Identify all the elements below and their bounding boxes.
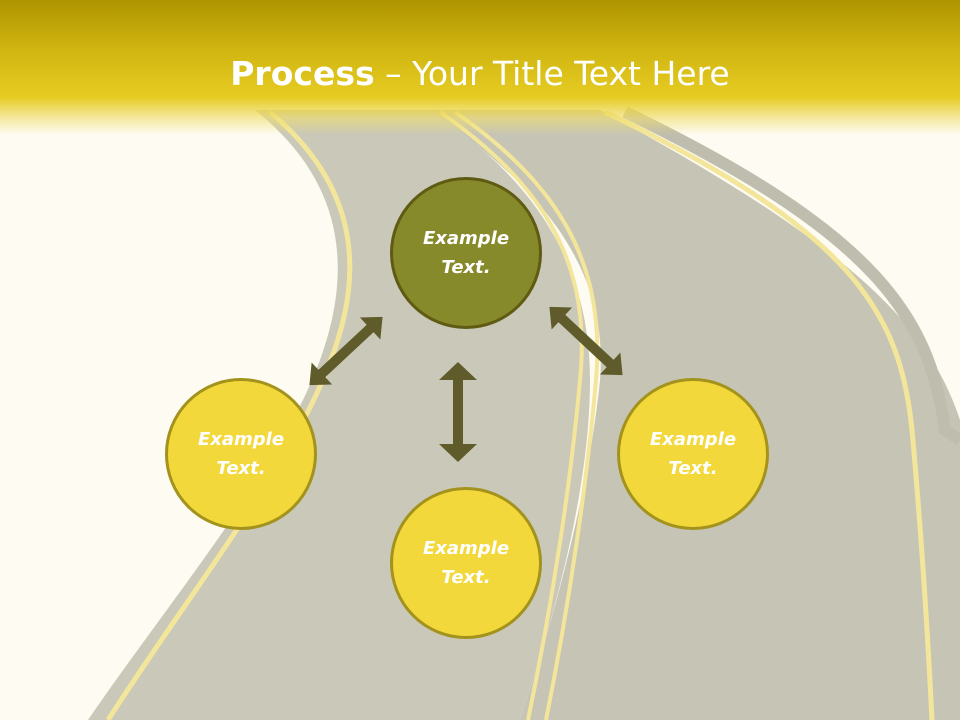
road-line-center-a (438, 110, 584, 720)
arrow-top-right (549, 306, 623, 376)
arrows (309, 306, 623, 462)
process-node-right[interactable]: Example Text. (617, 378, 769, 530)
title-bar (0, 0, 960, 135)
process-node-top[interactable]: Example Text. (390, 177, 542, 329)
process-node-bottom[interactable]: Example Text. (390, 487, 542, 639)
road-line-right-edge (603, 109, 935, 720)
title-bold: Process (230, 54, 375, 93)
process-node-bottom-label: Example Text. (422, 538, 510, 588)
road-right-shoulder (622, 106, 960, 445)
process-node-right-label: Example Text. (649, 429, 737, 479)
arrow-top-left (309, 316, 383, 386)
road-line-center-b (453, 110, 600, 720)
page-title: Process – Your Title Text Here (0, 52, 960, 96)
process-node-left[interactable]: Example Text. (165, 378, 317, 530)
title-text: Your Title Text Here (412, 54, 730, 93)
process-node-left-label: Example Text. (197, 429, 285, 479)
arrow-vertical (439, 362, 477, 462)
process-node-top-label: Example Text. (422, 228, 510, 278)
title-dash: – (374, 54, 413, 93)
